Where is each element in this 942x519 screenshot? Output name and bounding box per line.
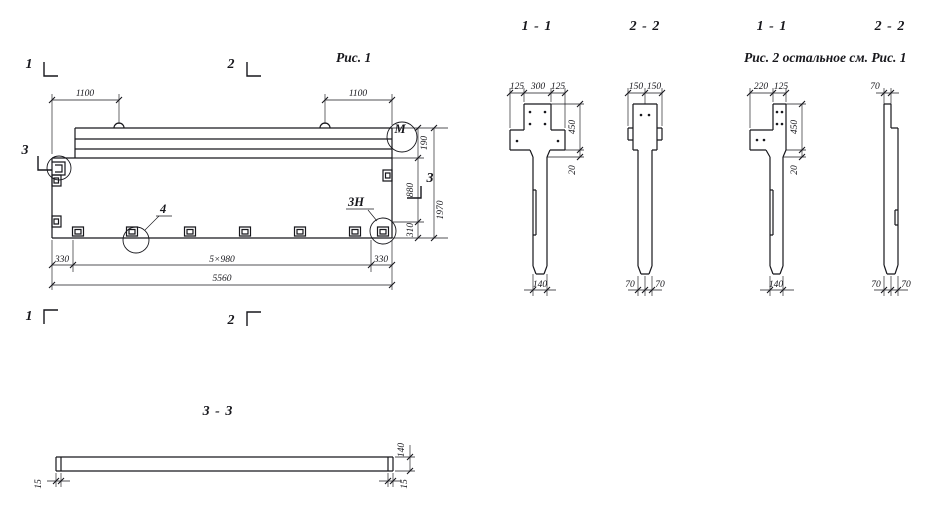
rebar-dots (755, 110, 784, 142)
cut-label-1-bottom: 1 (26, 309, 33, 324)
dim-70-right: 70 (655, 280, 665, 290)
section-1-1-a: 1 - 1 125 300 125 450 20 140 (506, 19, 584, 296)
dimension-ticks (52, 453, 414, 485)
figure1-plan-view: 1 1 2 2 3 3 Рис. 1 1100 1100 190 880 310… (21, 50, 448, 328)
dim-15-right: 15 (400, 479, 410, 489)
rebar-dots (515, 110, 560, 143)
dimension-lines (509, 88, 584, 296)
dim-15-left: 15 (34, 479, 44, 489)
dim-125: 125 (774, 82, 789, 92)
dimension-ticks (48, 96, 438, 289)
dim-310: 310 (406, 223, 416, 239)
dimension-lines (874, 88, 908, 296)
rebar-dots (639, 113, 651, 117)
section-1-1-b: 1 - 1 Рис. 2 остальное см. Рис. 1 220 12… (744, 19, 907, 296)
embed-plates (51, 169, 393, 237)
dimension-ticks (624, 89, 666, 294)
dim-125-right: 125 (551, 82, 566, 92)
detail-circle-4 (122, 226, 150, 254)
section-title: 3 - 3 (202, 404, 234, 419)
section-title: 2 - 2 (874, 19, 906, 34)
dim-450: 450 (790, 120, 800, 135)
lifting-loop-icon (113, 122, 331, 129)
dim-450: 450 (568, 120, 578, 135)
detail-circle-3n (369, 217, 397, 245)
figure2-caption: Рис. 2 остальное см. Рис. 1 (744, 50, 907, 65)
dim-5560: 5560 (213, 274, 232, 284)
dim-330-left: 330 (54, 255, 70, 265)
detail-label-3n: 3Н (347, 195, 365, 209)
detail-circle-m (386, 121, 418, 153)
dim-1100-right: 1100 (349, 89, 368, 99)
section-3-3: 3 - 3 15 15 140 (34, 404, 415, 489)
dim-70-right: 70 (901, 280, 911, 290)
section-cut-marks (37, 62, 422, 326)
cut-label-1-top: 1 (26, 57, 33, 72)
dim-1100-left: 1100 (76, 89, 95, 99)
dim-150-right: 150 (647, 82, 662, 92)
dim-140: 140 (533, 280, 548, 290)
dim-20: 20 (568, 165, 578, 175)
dim-125-left: 125 (510, 82, 525, 92)
detail-circle-3 (46, 155, 72, 181)
section-outline (627, 103, 663, 275)
cut-label-2-bottom: 2 (227, 313, 235, 328)
cut-label-2-top: 2 (227, 57, 235, 72)
section-2-2-b: 2 - 2 70 70 70 (870, 19, 911, 296)
dim-330-right: 330 (373, 255, 389, 265)
detail-label-4: 4 (159, 202, 166, 216)
dim-1970: 1970 (436, 200, 446, 219)
cut-label-3-left: 3 (21, 143, 29, 158)
dimension-lines (51, 94, 448, 290)
dim-150-left: 150 (629, 82, 644, 92)
dim-20: 20 (790, 165, 800, 175)
detail-label-m: М (393, 122, 406, 136)
section-title: 1 - 1 (522, 19, 553, 34)
section-2-2-a: 2 - 2 150 150 70 70 (624, 19, 666, 296)
figure1-caption: Рис. 1 (336, 50, 371, 65)
leader-lines (144, 208, 378, 231)
dimension-lines (749, 88, 806, 296)
dimension-ticks (880, 89, 902, 294)
section-outline (883, 103, 899, 275)
dim-70-left: 70 (871, 280, 881, 290)
section-title: 1 - 1 (757, 19, 788, 34)
section-outline (509, 103, 566, 275)
dimension-ticks (746, 89, 806, 294)
dim-5x980: 5×980 (209, 255, 235, 265)
dim-140: 140 (769, 280, 784, 290)
dim-140: 140 (397, 443, 407, 458)
section-title: 2 - 2 (629, 19, 661, 34)
dimension-ticks (506, 89, 584, 294)
dim-300: 300 (530, 82, 546, 92)
dim-70-left: 70 (625, 280, 635, 290)
dim-70-top: 70 (870, 82, 880, 92)
corner-detail (52, 161, 66, 176)
panel-outline (51, 127, 393, 239)
dim-880: 880 (406, 183, 416, 198)
dim-190: 190 (420, 136, 430, 151)
section-outline (55, 456, 394, 472)
dimension-lines (47, 445, 415, 487)
cut-label-3-right: 3 (426, 171, 434, 186)
dim-220: 220 (754, 82, 769, 92)
section-outline (749, 103, 787, 275)
